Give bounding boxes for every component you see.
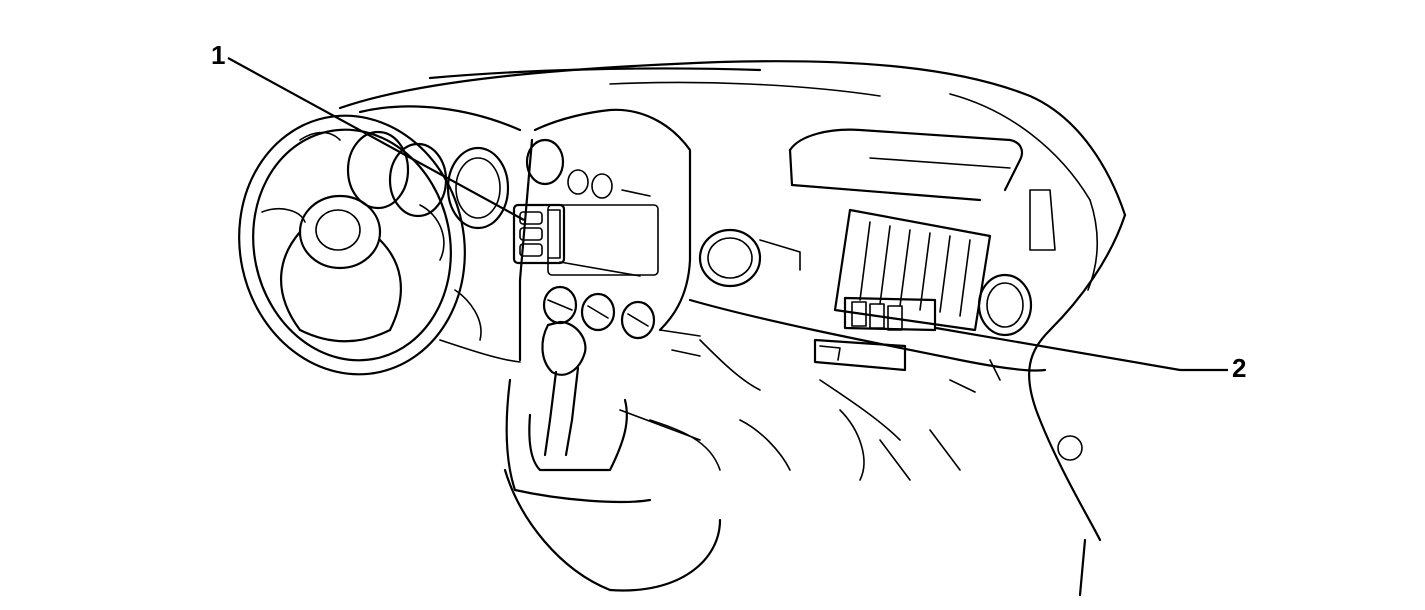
callout-label-1: 1 <box>211 40 226 70</box>
dashboard-top-outline <box>338 60 1127 597</box>
center-stack <box>518 108 692 362</box>
relay-block <box>813 296 937 372</box>
leader-line-1 <box>227 57 525 221</box>
leader-line-2 <box>935 326 1228 372</box>
lower-dash <box>439 289 1047 481</box>
passenger-dash <box>788 128 1083 461</box>
center-vent <box>698 228 801 288</box>
callout-label-2: 2 <box>1232 353 1247 383</box>
leader-lines <box>227 57 1228 372</box>
steering-wheel <box>238 114 466 376</box>
shifter-console <box>503 320 722 592</box>
instrument-cluster <box>299 105 522 230</box>
